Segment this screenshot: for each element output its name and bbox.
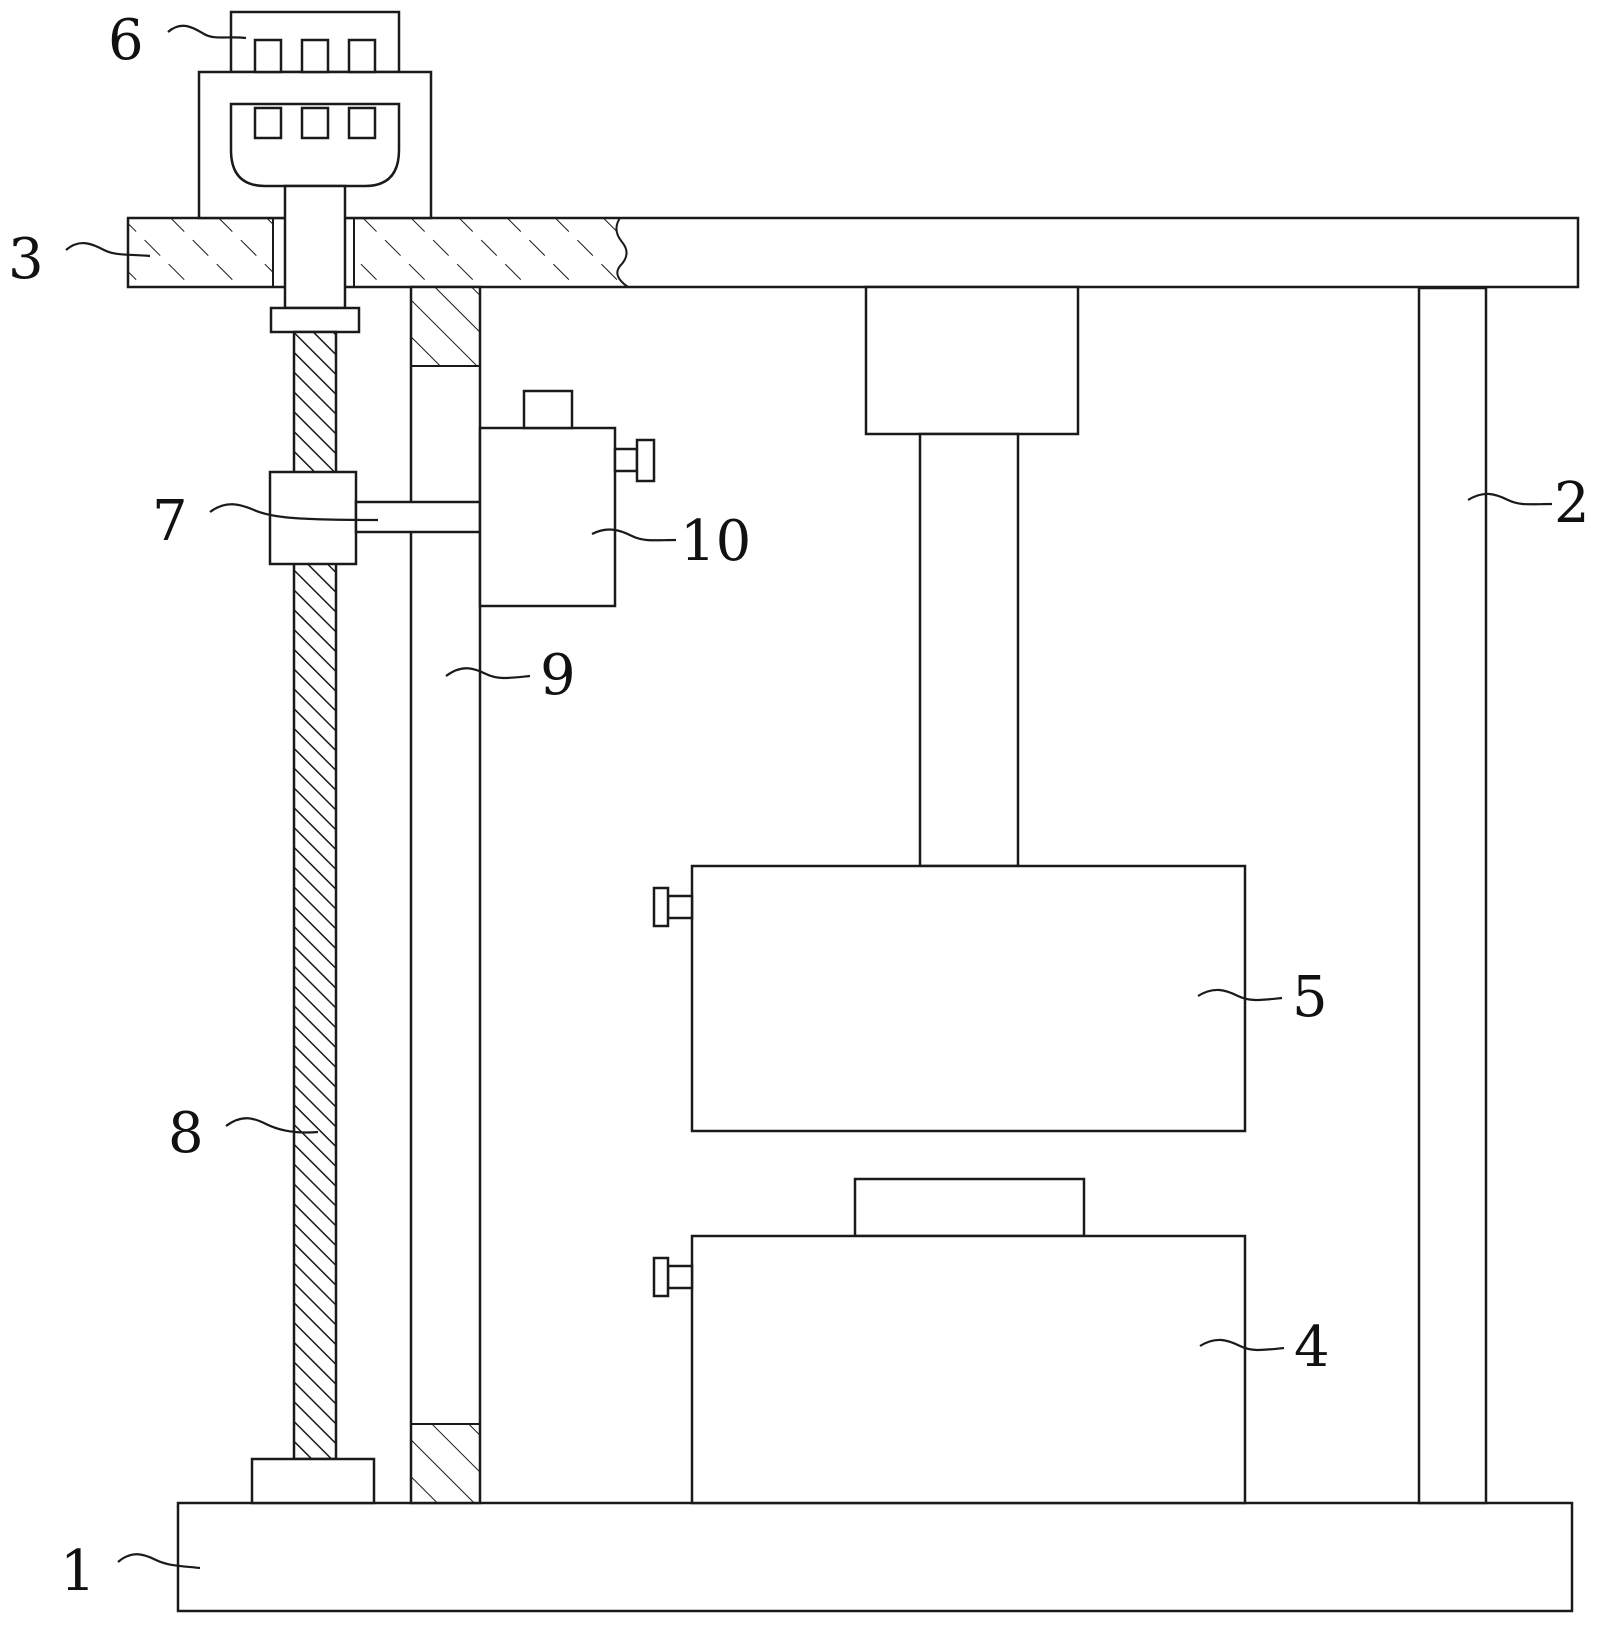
label-10: 10 xyxy=(680,509,751,574)
guide-rail xyxy=(409,285,482,1505)
leader-3 xyxy=(65,242,151,258)
reference-numerals: 6 3 7 10 9 2 5 4 8 1 xyxy=(8,8,1590,1604)
label-4: 4 xyxy=(1294,1315,1330,1380)
label-1: 1 xyxy=(60,1539,96,1604)
leader-7 xyxy=(225,1117,319,1134)
upper-die xyxy=(652,285,1247,1133)
leader-6 xyxy=(167,24,247,40)
label-6: 6 xyxy=(108,8,144,73)
motor xyxy=(197,10,433,334)
leader-2 xyxy=(1467,492,1553,506)
leader-5 xyxy=(1197,988,1283,1002)
lower-die xyxy=(652,1177,1247,1505)
leader-lines xyxy=(65,24,1553,1570)
label-5: 5 xyxy=(1292,965,1328,1030)
label-3: 3 xyxy=(8,227,44,292)
label-9: 9 xyxy=(540,643,576,708)
column xyxy=(1417,286,1488,1505)
label-2: 2 xyxy=(1554,471,1590,536)
top-plate xyxy=(126,216,1580,289)
label-7: 8 xyxy=(168,1101,204,1166)
leader-4 xyxy=(1199,1338,1285,1352)
base xyxy=(176,1501,1574,1613)
leader-8 xyxy=(209,503,379,522)
leader-10 xyxy=(591,528,677,542)
label-8: 7 xyxy=(152,489,188,554)
leader-9 xyxy=(445,667,531,680)
leader-1 xyxy=(117,1553,201,1570)
sensor-box xyxy=(478,389,656,608)
